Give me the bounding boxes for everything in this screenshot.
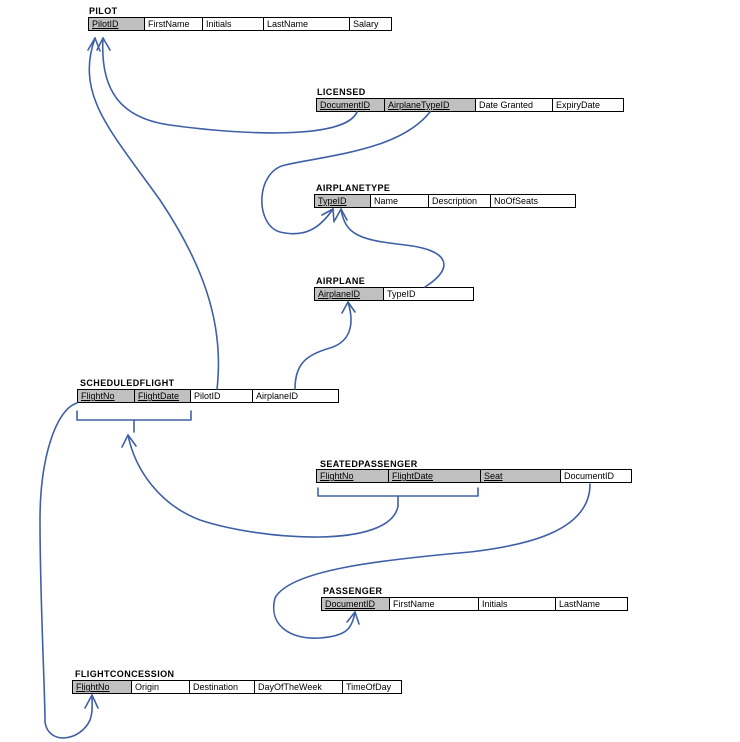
licensed-table: DocumentID AirplaneTypeID Date Granted E… [316,98,624,112]
flightconcession-field-flightno: FlightNo [73,681,132,693]
arrowhead-airplane [341,301,356,314]
airplane-field-typeid: TypeID [387,289,416,299]
airplanetype-title: AIRPLANETYPE [316,183,391,193]
arrowhead-scheduledflight [121,434,137,448]
airplanetype-table: TypeID Name Description NoOfSeats [314,194,576,208]
airplanetype-field-name: Name [371,195,429,207]
arrowhead-airplanetype-2 [334,208,348,221]
fk-licensed-documentid-arrow [101,37,358,134]
flightconcession-table: FlightNo Origin Destination DayOfTheWeek… [72,680,402,694]
passenger-title: PASSENGER [323,586,383,596]
fk-licensed-airplanetypeid-arrow [261,111,431,235]
passenger-field-lastname: LastName [559,599,601,609]
brace-scheduledflight [76,410,192,433]
seatedpassenger-field-flightdate: FlightDate [389,470,481,482]
fk-scheduledflight-airplaneid-arrow [294,301,352,390]
flightconcession-title: FLIGHTCONCESSION [75,669,175,679]
flightconcession-field-timeofday: TimeOfDay [346,682,392,692]
passenger-table: DocumentID FirstName Initials LastName [321,597,628,611]
passenger-field-firstname: FirstName [390,598,479,610]
licensed-field-airplanetypeid: AirplaneTypeID [385,99,476,111]
flightconcession-field-dayoftheweek: DayOfTheWeek [255,681,343,693]
licensed-field-dategranted: Date Granted [476,99,553,111]
seatedpassenger-field-flightno: FlightNo [317,470,389,482]
brace-seatedpassenger [317,487,479,507]
fk-seatedpassenger-documentid-arrow [272,483,591,639]
airplane-title: AIRPLANE [316,276,366,286]
licensed-field-expirydate: ExpiryDate [556,100,601,110]
pilot-field-lastname: LastName [264,18,350,30]
airplane-field-airplaneid: AirplaneID [315,288,384,300]
pilot-field-salary: Salary [353,19,379,29]
arrowhead-flightconcession [84,694,99,709]
pilot-field-pilotid: PilotID [89,18,145,30]
pilot-field-initials: Initials [203,18,264,30]
airplanetype-field-typeid: TypeID [315,195,371,207]
passenger-field-documentid: DocumentID [322,598,390,610]
flightconcession-field-destination: Destination [190,681,255,693]
pilot-table: PilotID FirstName Initials LastName Sala… [88,17,392,31]
airplanetype-field-noofseats: NoOfSeats [494,196,539,206]
pilot-title: PILOT [89,6,118,16]
flightconcession-field-origin: Origin [132,681,190,693]
airplanetype-field-description: Description [429,195,491,207]
arrowhead-pilot-1 [87,37,101,52]
licensed-title: LICENSED [317,87,366,97]
airplane-table: AirplaneID TypeID [314,287,474,301]
scheduledflight-table: FlightNo FlightDate PilotID AirplaneID [77,389,339,403]
passenger-field-initials: Initials [479,598,556,610]
seatedpassenger-table: FlightNo FlightDate Seat DocumentID [316,469,632,483]
seatedpassenger-field-documentid: DocumentID [564,471,615,481]
scheduledflight-field-pilotid: PilotID [191,390,253,402]
scheduledflight-title: SCHEDULEDFLIGHT [80,378,175,388]
seatedpassenger-field-seat: Seat [481,470,561,482]
arrowhead-passenger [346,611,360,625]
seatedpassenger-title: SEATEDPASSENGER [320,459,418,469]
arrowhead-pilot-2 [96,37,111,51]
licensed-field-documentid: DocumentID [317,99,385,111]
scheduledflight-field-flightno: FlightNo [78,390,135,402]
scheduledflight-field-flightdate: FlightDate [135,390,191,402]
arrowhead-airplanetype-1 [321,208,335,223]
pilot-field-firstname: FirstName [145,18,203,30]
fk-scheduledflight-pilotid-arrow [88,37,220,390]
scheduledflight-field-airplaneid: AirplaneID [256,391,299,401]
fk-seatedpassenger-flight-arrow [127,434,399,538]
